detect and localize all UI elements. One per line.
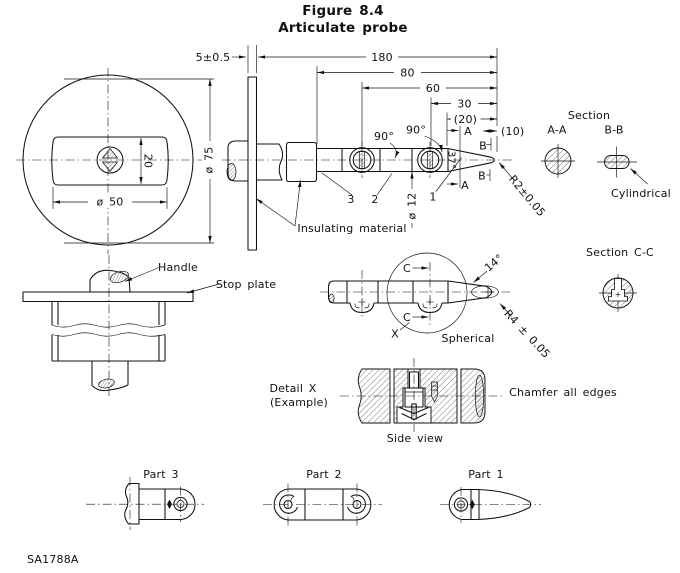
dim-sphere-radius: R4 ± 0.05 (501, 307, 552, 361)
handle-label: Handle (158, 261, 198, 274)
grip-outline (51, 136, 169, 186)
section-cc: Section C-C (586, 246, 654, 312)
cut-mark-a-bottom: A (461, 179, 469, 192)
detail-x-view: Detail X (Example) Side view Chamfer all… (269, 358, 617, 445)
figure-number: Figure 8.4 (302, 3, 384, 19)
dim-60: 60 (426, 82, 440, 95)
spherical-tip-view: C C 14° R4 ± 0.05 X Spherical (320, 252, 553, 361)
section-bb-label: B-B (604, 124, 623, 137)
stop-plate-edge (247, 76, 258, 251)
cylindrical-label: Cylindrical (611, 187, 671, 200)
dim-plate-diameter: ø 75 (203, 146, 216, 173)
section-aa-cut (544, 147, 572, 175)
part-2-view: Part 2 (263, 468, 382, 526)
probe-side-view: 5±0.5 180 80 60 30 (20) (10) (196, 45, 548, 251)
front-view: 20 ø 50 ø 75 (16, 68, 218, 254)
dim-plate-thickness: 5±0.5 (196, 51, 231, 64)
chamfer-note: Chamfer all edges (509, 386, 617, 399)
stop-plate-section (22, 291, 194, 303)
part-ref-1: 1 (429, 191, 436, 204)
section-aa-bb: Section A-A B-B Cylindrical (541, 109, 671, 200)
probe-cone-tip (447, 147, 495, 173)
dim-cone-angle: 37° (446, 151, 457, 169)
probe-tip-end-view (96, 146, 124, 174)
dim-shaft-diameter: ø 12 (406, 192, 419, 219)
part-1-label: Part 1 (468, 468, 503, 481)
part-2-label: Part 2 (306, 468, 341, 481)
x-marker-label: X (391, 328, 399, 341)
dim-joint-angle-1: 90° (374, 130, 394, 143)
spherical-label: Spherical (442, 332, 495, 345)
section-aa-label: A-A (547, 124, 566, 137)
dim-80: 80 (400, 67, 414, 80)
detail-x-label: Detail X (269, 382, 316, 395)
drawing-number: SA1788A (27, 553, 79, 566)
dim-10: (10) (501, 125, 524, 138)
joint-2 (417, 142, 443, 178)
cut-mark-b-top: B (479, 140, 487, 153)
part-ref-2: 2 (371, 193, 378, 206)
stop-plate-label: Stop plate (216, 278, 276, 291)
dim-180: 180 (371, 51, 393, 64)
dim-tip-angle: 14° (482, 252, 506, 275)
detail-x-note: (Example) (270, 396, 328, 409)
dim-20: (20) (454, 113, 477, 126)
section-bb-cut (604, 155, 630, 169)
dim-grip-height: 20 (142, 154, 155, 168)
dim-tip-radius: R2±0.05 (506, 173, 548, 219)
figure-subtitle: Articulate probe (278, 20, 407, 36)
part-3-view: Part 3 (86, 468, 204, 530)
cut-mark-c-bottom: C (403, 311, 411, 324)
cut-mark-a-top: A (464, 125, 472, 138)
section-cc-title: Section C-C (586, 246, 654, 259)
insulating-material-label: Insulating material (297, 222, 406, 235)
part-3-label: Part 3 (143, 468, 178, 481)
cut-mark-b-bottom: B (478, 170, 486, 183)
figure-title: Figure 8.4 Articulate probe (278, 3, 407, 36)
cut-mark-c-top: C (403, 262, 411, 275)
part-1-view: Part 1 (440, 468, 541, 523)
side-view-label: Side view (387, 432, 443, 445)
handle-stop-plate-view: Handle Stop plate (22, 255, 276, 397)
part-ref-3: 3 (347, 193, 354, 206)
dim-joint-angle-2: 90° (406, 124, 426, 137)
detail-x-circle (386, 252, 468, 334)
section-word: Section (568, 109, 610, 122)
dim-30: 30 (457, 98, 471, 111)
joint-1 (349, 142, 375, 178)
dim-grip-width: ø 50 (96, 196, 123, 209)
